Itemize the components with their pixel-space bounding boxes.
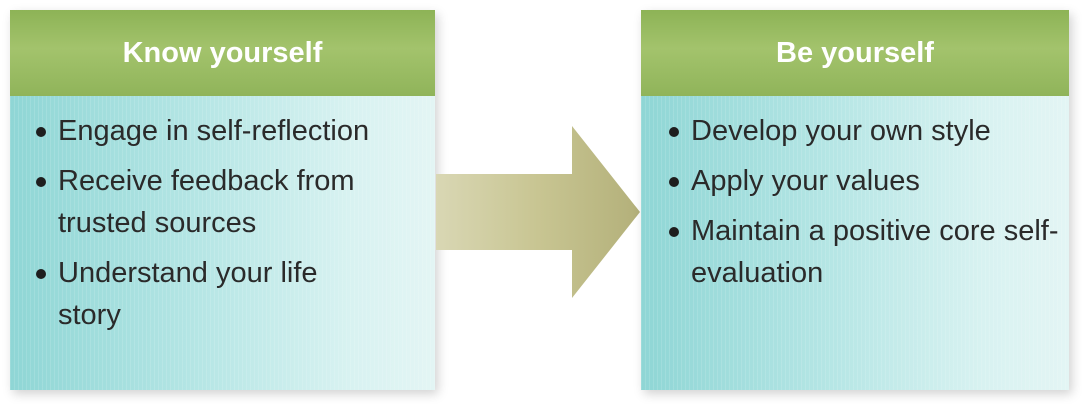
list-item: Engage in self-reflection bbox=[32, 110, 435, 152]
bullet-icon bbox=[36, 177, 46, 187]
be-yourself-list: Develop your own style Apply your values… bbox=[641, 96, 1069, 294]
bullet-icon bbox=[669, 127, 679, 137]
know-yourself-header: Know yourself bbox=[10, 10, 435, 96]
list-item-text: Engage in self-reflection bbox=[58, 115, 370, 147]
list-item-text: Understand your life story bbox=[58, 257, 318, 331]
bullet-icon bbox=[36, 127, 46, 137]
bullet-icon bbox=[669, 227, 679, 237]
be-yourself-body: Develop your own style Apply your values… bbox=[641, 96, 1069, 390]
bullet-icon bbox=[669, 177, 679, 187]
list-item-text: Maintain a positive core self-evaluation bbox=[691, 215, 1059, 289]
bullet-icon bbox=[36, 269, 46, 279]
list-item: Understand your life story bbox=[32, 252, 388, 336]
know-yourself-body: Engage in self-reflection Receive feedba… bbox=[10, 96, 435, 390]
know-yourself-list: Engage in self-reflection Receive feedba… bbox=[10, 96, 435, 336]
list-item: Maintain a positive core self-evaluation bbox=[665, 210, 1061, 294]
list-item-text: Receive feedback from trusted sources bbox=[58, 165, 355, 239]
be-yourself-box: Be yourself Develop your own style Apply… bbox=[641, 10, 1069, 390]
list-item: Apply your values bbox=[665, 160, 1069, 202]
know-yourself-box: Know yourself Engage in self-reflection … bbox=[10, 10, 435, 390]
right-arrow-icon bbox=[436, 126, 640, 298]
list-item-text: Apply your values bbox=[691, 165, 920, 197]
list-item: Receive feedback from trusted sources bbox=[32, 160, 408, 244]
list-item: Develop your own style bbox=[665, 110, 1069, 152]
list-item-text: Develop your own style bbox=[691, 115, 991, 147]
be-yourself-header: Be yourself bbox=[641, 10, 1069, 96]
